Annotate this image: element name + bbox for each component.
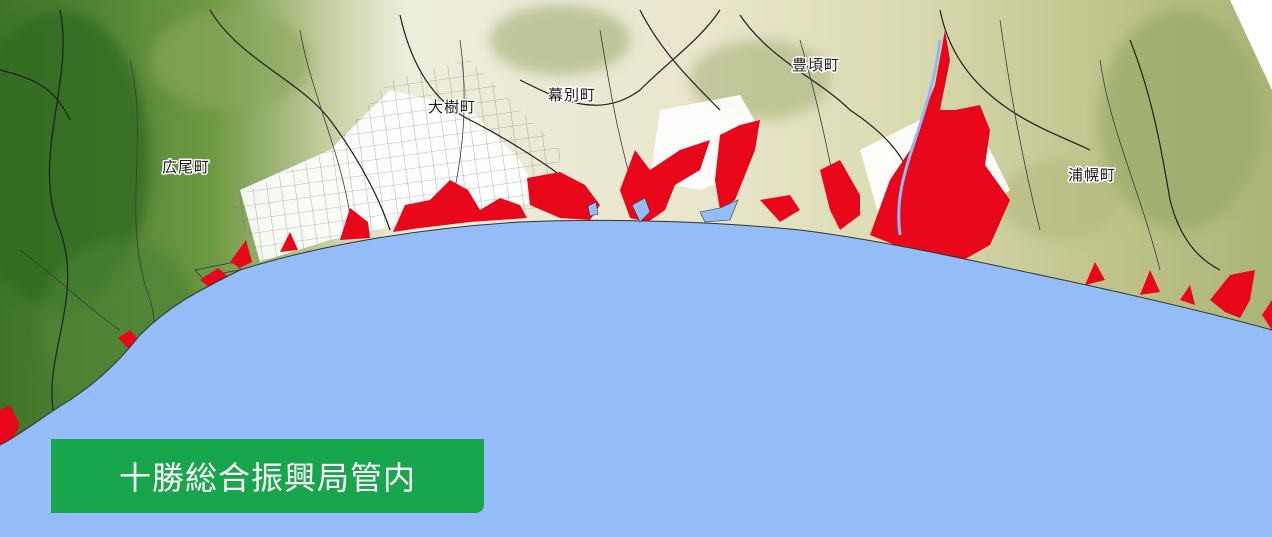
town-label-toyokoro: 豊頃町	[792, 56, 840, 74]
tokachi-river	[897, 39, 942, 236]
coastline	[0, 219, 1272, 446]
map-extent-edge	[1230, 0, 1272, 90]
town-label-taiki: 大樹町	[428, 98, 476, 116]
terrain-shading	[0, 5, 1260, 420]
town-label-hiroo: 広尾町	[162, 158, 210, 176]
lagoons	[587, 197, 739, 223]
region-badge: 十勝総合振興局管内	[51, 439, 484, 513]
municipal-boundaries	[0, 9, 1221, 421]
region-badge-label: 十勝総合振興局管内	[118, 459, 416, 497]
town-label-makubetsu: 幕別町	[548, 86, 596, 104]
town-label-urahoro: 浦幌町	[1068, 166, 1116, 184]
inundation-areas	[0, 30, 1272, 445]
